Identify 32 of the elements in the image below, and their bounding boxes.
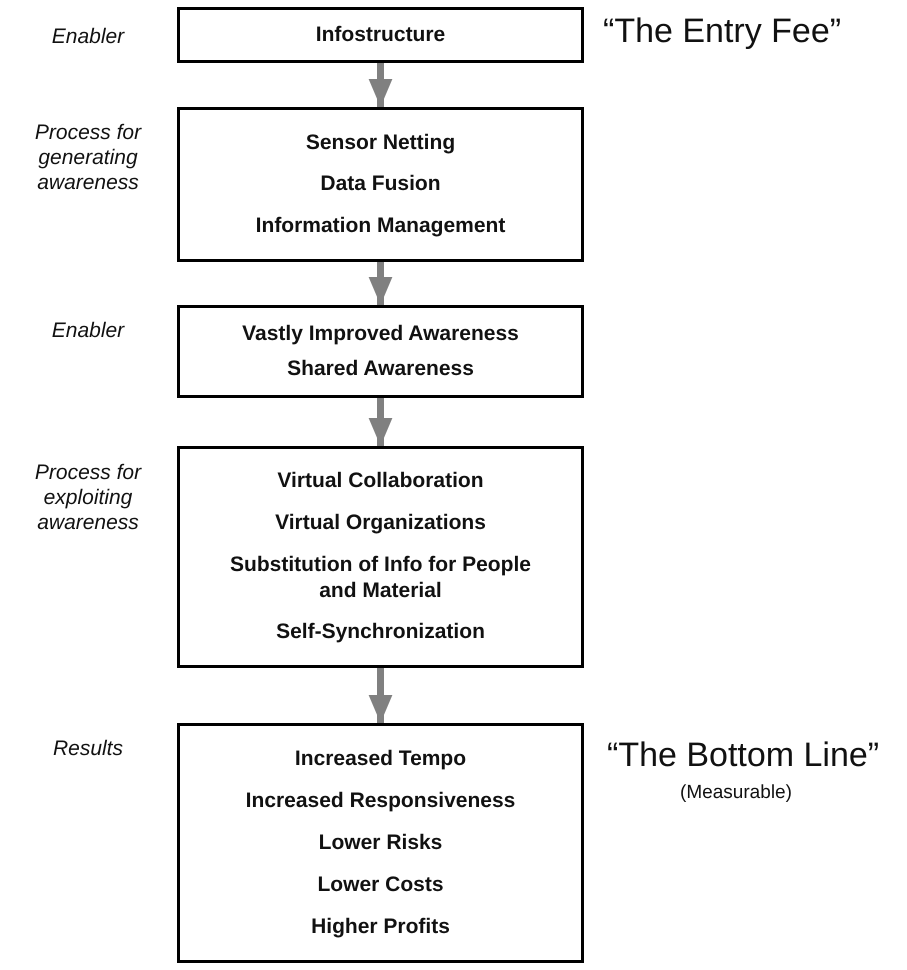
side-note: “The Entry Fee” <box>603 12 842 51</box>
stage-label: Process for generating awareness <box>34 120 143 196</box>
box-text: Increased Tempo <box>294 746 466 772</box>
process-box <box>177 723 584 963</box>
process-box <box>177 446 584 668</box>
side-note: (Measurable) <box>680 782 792 804</box>
box-text: Lower Costs <box>317 872 444 898</box>
box-text: Infostructure <box>316 22 446 48</box>
box-text: Virtual Collaboration <box>277 468 484 494</box>
arrow <box>368 668 392 723</box>
arrow <box>368 398 392 446</box>
box-text: Lower Risks <box>318 830 442 856</box>
box-text: Substitution of Info for People and Material <box>229 552 532 604</box>
stage-label: Enabler <box>50 318 126 344</box>
box-text: Virtual Organizations <box>275 510 486 536</box>
box-text: Self-Synchronization <box>276 619 485 646</box>
side-note: “The Bottom Line” <box>607 736 880 775</box>
box-text: Shared Awareness <box>287 356 474 382</box>
stage-label: Results <box>52 736 124 762</box>
stage-label: Process for exploiting awareness <box>34 460 143 536</box>
arrow <box>368 262 392 305</box>
stage-label: Enabler <box>50 24 126 50</box>
process-box <box>177 7 584 63</box>
box-text: Data Fusion <box>320 171 441 198</box>
box-text: Vastly Improved Awareness <box>242 320 519 347</box>
arrow <box>368 63 392 107</box>
box-text: Sensor Netting <box>306 130 456 156</box>
box-text: Increased Responsiveness <box>246 788 516 814</box>
box-text: Higher Profits <box>311 914 450 940</box>
process-box <box>177 305 584 398</box>
box-text: Information Management <box>256 213 506 240</box>
process-box <box>177 107 584 262</box>
